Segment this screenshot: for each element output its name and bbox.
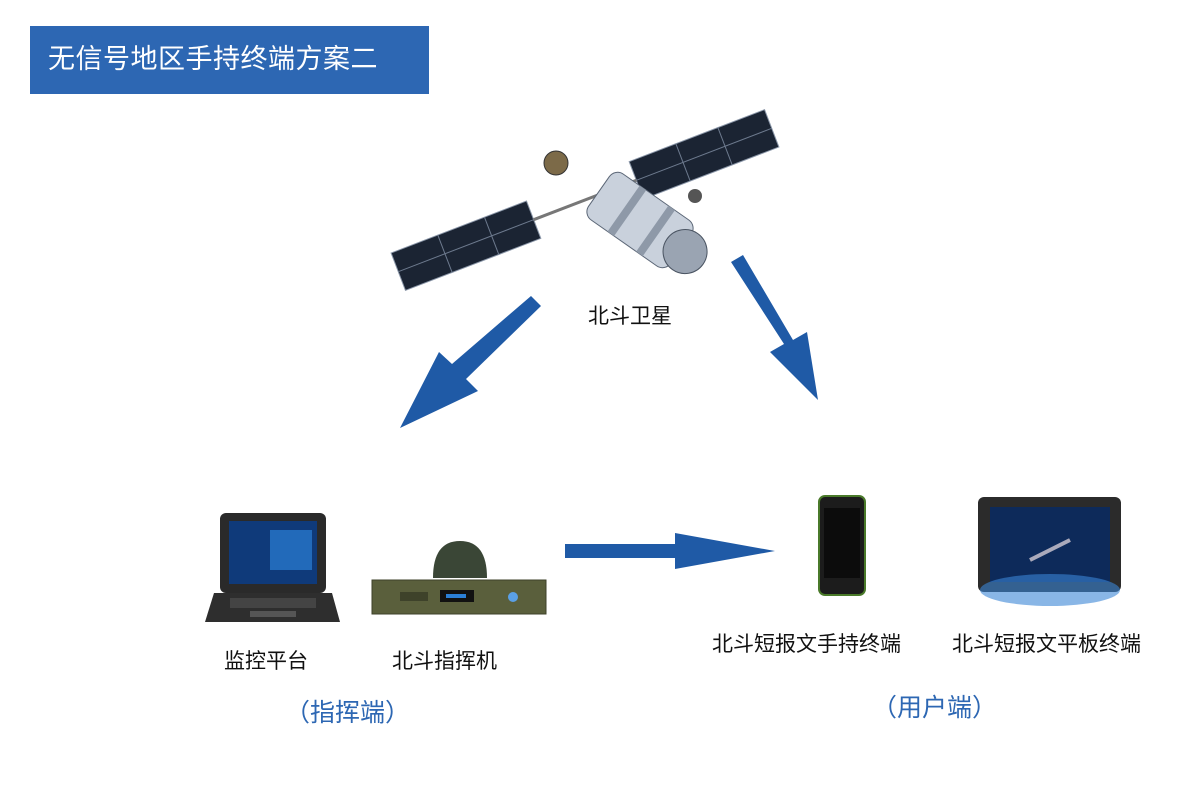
- handheld-terminal-label: 北斗短报文手持终端: [712, 632, 901, 656]
- tablet-terminal-label: 北斗短报文平板终端: [952, 632, 1141, 656]
- arrow-command-to-user: [565, 533, 775, 569]
- page-title: 无信号地区手持终端方案二: [30, 26, 429, 94]
- monitoring-laptop-image: [205, 513, 340, 622]
- monitoring-platform-label: 监控平台: [224, 649, 308, 673]
- command-side-label: （指挥端）: [285, 698, 411, 727]
- command-machine-label: 北斗指挥机: [392, 649, 497, 673]
- command-machine-image: [371, 541, 547, 615]
- arrow-satellite-to-command: [400, 296, 541, 428]
- tablet-terminal-image: [978, 497, 1121, 606]
- satellite-label: 北斗卫星: [588, 304, 672, 328]
- arrow-satellite-to-user: [731, 255, 818, 400]
- satellite-image: [390, 109, 780, 291]
- user-side-label: （用户端）: [872, 693, 998, 722]
- handheld-terminal-image: [818, 495, 866, 596]
